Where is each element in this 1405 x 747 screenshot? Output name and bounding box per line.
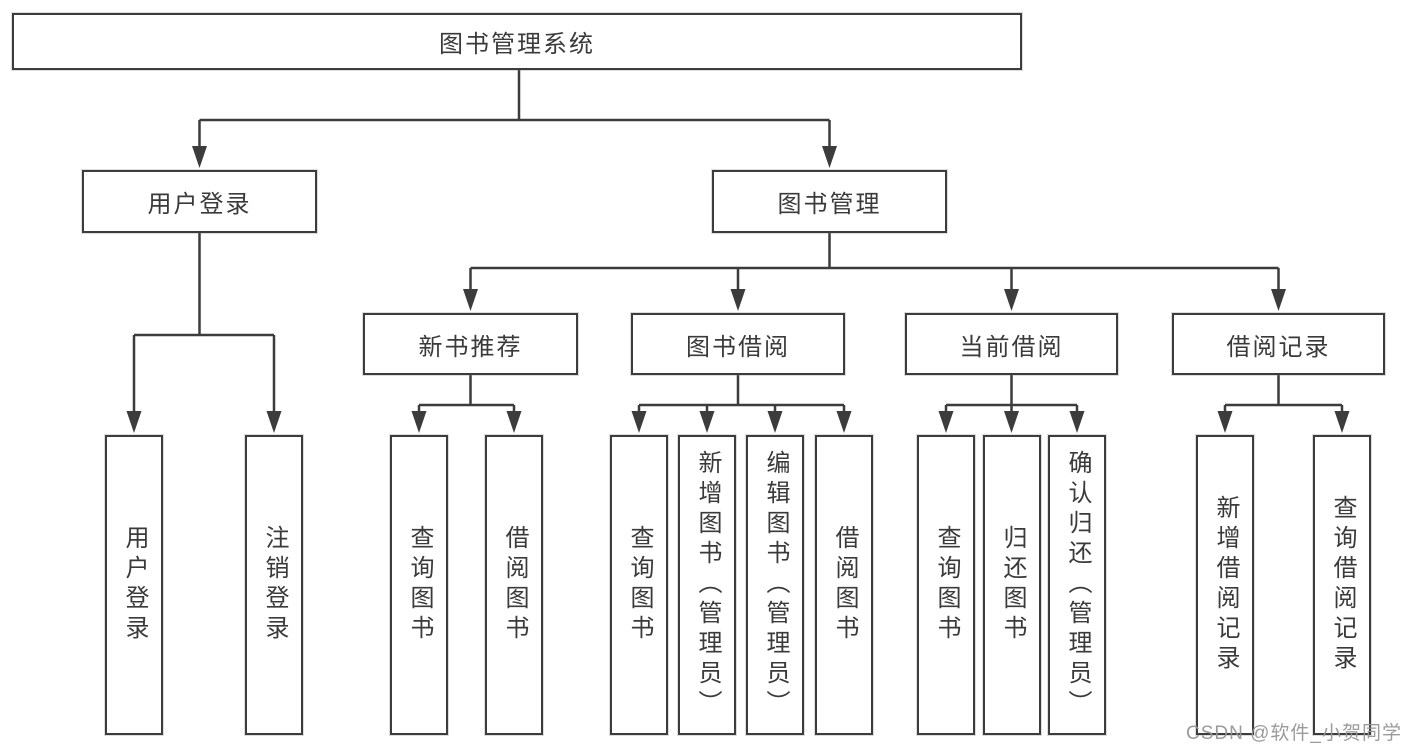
- leaf-user-login: 用户登录: [105, 435, 163, 735]
- leaf-query-books-recommend-label: 查询图书: [406, 525, 433, 645]
- leaf-borrow-books-recommend: 借阅图书: [485, 435, 543, 735]
- node-book-management: 图书管理: [712, 170, 947, 233]
- leaf-logout-label: 注销登录: [261, 525, 288, 645]
- leaf-confirm-return-admin: 确认归还（管理员）: [1048, 435, 1106, 735]
- node-current-borrow: 当前借阅: [905, 313, 1118, 375]
- leaf-borrow-books: 借阅图书: [815, 435, 873, 735]
- leaf-query-books-recommend: 查询图书: [390, 435, 448, 735]
- node-book-borrow: 图书借阅: [631, 313, 845, 375]
- node-borrow-records: 借阅记录: [1172, 313, 1385, 375]
- csdn-watermark: CSDN @软件_小贺同学: [1186, 723, 1402, 744]
- leaf-borrow-books-label: 借阅图书: [831, 525, 858, 645]
- node-root-system: 图书管理系统: [12, 13, 1022, 70]
- leaf-query-books-borrow: 查询图书: [610, 435, 668, 735]
- leaf-query-books-current-label: 查询图书: [933, 525, 960, 645]
- leaf-user-login-label: 用户登录: [121, 525, 148, 645]
- leaf-query-books-borrow-label: 查询图书: [626, 525, 653, 645]
- node-new-book-recommend: 新书推荐: [363, 313, 578, 375]
- leaf-query-books-current: 查询图书: [917, 435, 975, 735]
- node-user-login: 用户登录: [82, 170, 317, 233]
- leaf-query-borrow-record-label: 查询借阅记录: [1329, 495, 1356, 675]
- leaf-add-books-admin: 新增图书（管理员）: [678, 435, 736, 735]
- leaf-edit-books-admin-label: 编辑图书（管理员）: [762, 450, 789, 720]
- leaf-borrow-books-recommend-label: 借阅图书: [501, 525, 528, 645]
- leaf-logout: 注销登录: [245, 435, 303, 735]
- leaf-edit-books-admin: 编辑图书（管理员）: [746, 435, 804, 735]
- leaf-query-borrow-record: 查询借阅记录: [1313, 435, 1371, 735]
- leaf-add-books-admin-label: 新增图书（管理员）: [694, 450, 721, 720]
- leaf-add-borrow-record: 新增借阅记录: [1196, 435, 1254, 735]
- leaf-return-books: 归还图书: [983, 435, 1041, 735]
- leaf-return-books-label: 归还图书: [999, 525, 1026, 645]
- leaf-confirm-return-admin-label: 确认归还（管理员）: [1064, 450, 1091, 720]
- leaf-add-borrow-record-label: 新增借阅记录: [1212, 495, 1239, 675]
